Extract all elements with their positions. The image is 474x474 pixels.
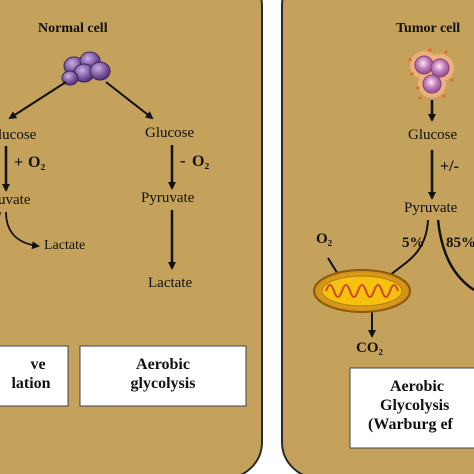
tumor-pyruvate-label: Pyruvate: [404, 200, 458, 216]
tumor-oxygen-sign: +/-: [440, 158, 459, 175]
normal-cells-image: [61, 51, 111, 86]
aerobic-glucose-label: Glucose: [145, 125, 195, 141]
oxidative-oxygen-label: O₂: [28, 154, 46, 171]
tumor-oxygen-label: O₂: [316, 231, 333, 247]
aerobic-oxygen-sign: -: [180, 151, 186, 170]
aerobic-box-text: Aerobic glycolysis: [80, 356, 246, 394]
warburg-box-line2: Glycolysis: [380, 396, 450, 414]
oxidative-box-text: ve lation: [0, 356, 68, 394]
aerobic-box-line2: glycolysis: [130, 374, 196, 392]
arrow-pyruvate-lactate-left: [5, 211, 40, 250]
aerobic-pyruvate-label: Pyruvate: [141, 190, 195, 206]
arrow-to-oxidative: [8, 81, 67, 120]
mitochondrion-image: [313, 269, 411, 313]
aerobic-lactate-label: Lactate: [148, 275, 193, 291]
normal-cell-title: Normal cell: [38, 21, 108, 36]
warburg-box-text: Aerobic Glycolysis (Warburg ef: [360, 378, 474, 435]
warburg-box-line1: Aerobic: [390, 378, 444, 395]
oxidative-lactate-label: Lactate: [44, 238, 86, 253]
percent-mito-label: 5%: [402, 235, 425, 251]
arrow-to-aerobic: [105, 81, 154, 120]
aerobic-oxygen-label: O₂: [192, 153, 210, 170]
right-panel: [281, 0, 474, 474]
oxidative-box: [0, 345, 69, 407]
oxidative-oxygen-sign: +: [14, 154, 24, 171]
aerobic-box: [79, 345, 247, 407]
tumor-cell-title: Tumor cell: [396, 21, 461, 36]
oxidative-box-line2: lation: [11, 374, 51, 392]
warburg-box: [349, 367, 474, 449]
tumor-glucose-label: Glucose: [408, 127, 458, 143]
oxidative-box-line1: ve: [30, 356, 46, 373]
oxidative-glucose-label: lucose: [0, 127, 37, 143]
aerobic-box-line1: Aerobic: [136, 356, 190, 373]
percent-glycolysis-label: 85%: [446, 235, 474, 251]
oxidative-pyruvate-label: uvate: [0, 192, 31, 208]
warburg-box-line3: (Warburg ef: [368, 415, 453, 433]
curve-pyruvate-lactate-right: [436, 219, 474, 292]
tumor-cells-image: [408, 48, 454, 100]
co2-label: CO₂: [356, 340, 383, 356]
